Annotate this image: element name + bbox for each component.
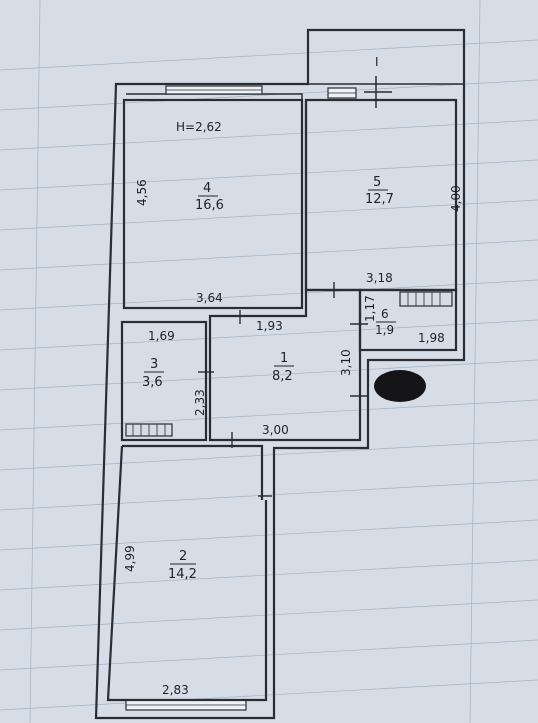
balcony-door (364, 76, 392, 108)
room5-number: 5 (373, 175, 381, 190)
room4-area: 16,6 (195, 198, 224, 213)
ceiling-height-label: H=2,62 (176, 120, 222, 134)
door-marks (198, 282, 368, 497)
room4-number: 4 (203, 181, 211, 196)
room5-height-dim: 4,00 (449, 185, 463, 212)
room2-number: 2 (179, 549, 187, 564)
room-1 (208, 288, 362, 442)
room3-area: 3,6 (142, 375, 163, 390)
room5-area: 12,7 (365, 192, 394, 207)
room6-width-dim: 1,98 (418, 331, 445, 345)
room5-width-dim: 3,18 (366, 271, 393, 285)
room2-width-dim: 2,83 (162, 683, 189, 697)
room3-number: 3 (150, 357, 158, 372)
room-4 (122, 98, 304, 310)
room1-number: 1 (280, 351, 288, 366)
room-3 (120, 320, 208, 442)
room-2 (106, 444, 268, 702)
room2-height-dim: 4,99 (123, 545, 137, 572)
hall-width-bottom-dim: 3,00 (262, 423, 289, 437)
hall-width-top-dim: 1,93 (256, 319, 283, 333)
room3-height-dim: 2,33 (193, 389, 207, 416)
hall-height-dim: 3,10 (339, 349, 353, 376)
room6-number: 6 (381, 307, 389, 321)
ink-blot (374, 370, 426, 402)
balcony-mark: I (375, 55, 379, 69)
room1-area: 8,2 (272, 369, 293, 384)
room3-width-dim: 1,69 (148, 329, 175, 343)
room2-area: 14,2 (168, 567, 197, 582)
room6-radiator (399, 291, 453, 307)
room4-height-dim: 4,56 (135, 179, 149, 206)
room6-height-dim: 1,17 (363, 295, 377, 322)
room6-area: 1,9 (375, 323, 394, 337)
room4-width-dim: 3,64 (196, 291, 223, 305)
